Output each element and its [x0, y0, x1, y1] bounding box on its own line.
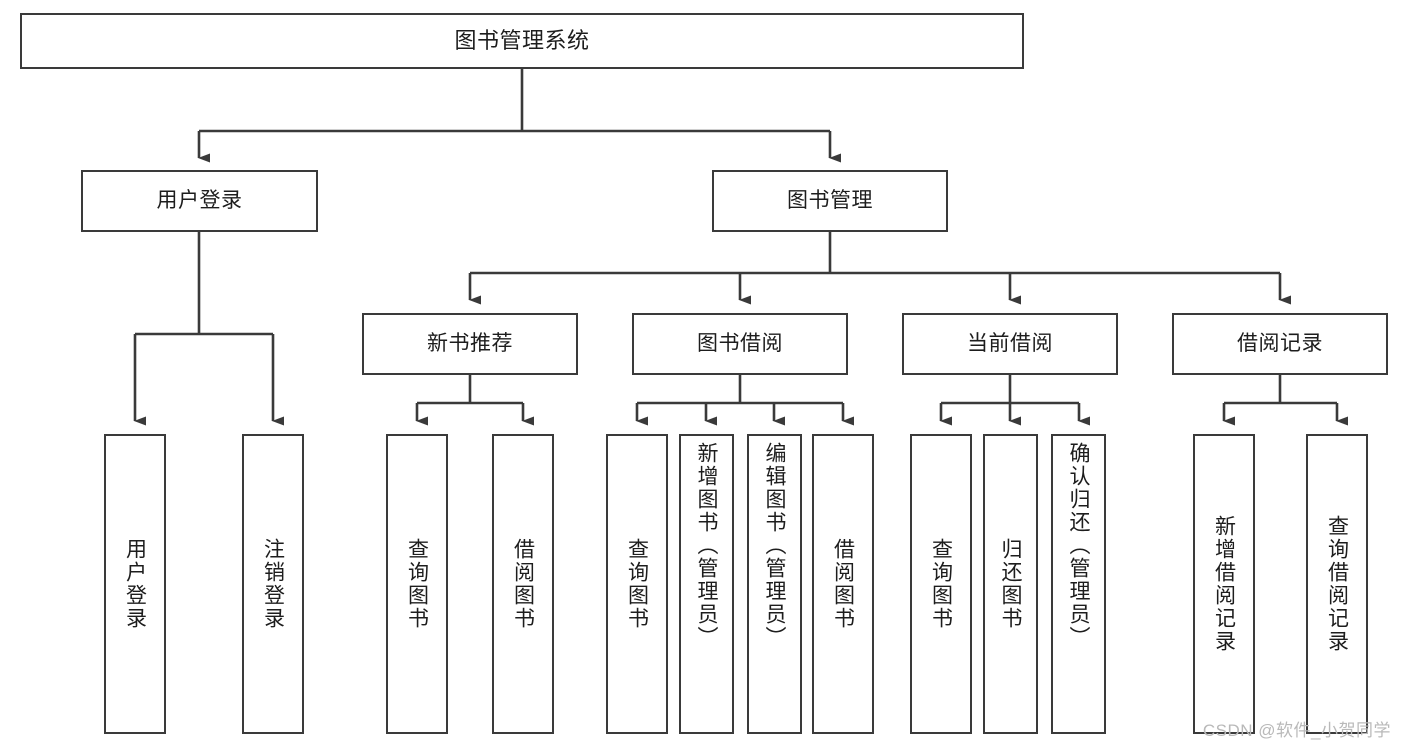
node-user-login-module[interactable]: 用户登录	[81, 170, 318, 232]
node-label: 查询图书	[625, 538, 649, 630]
node-label: 图书管理	[787, 188, 873, 212]
watermark-text: CSDN @软件_小贺同学	[1202, 721, 1391, 740]
node-leaf-logout[interactable]: 注销登录	[242, 434, 304, 734]
node-label: 查询借阅记录	[1325, 515, 1349, 653]
node-leaf-edit-book-admin[interactable]: 编辑图书（管理员）	[747, 434, 802, 734]
node-leaf-query-book-borrow[interactable]: 查询图书	[606, 434, 668, 734]
node-new-book-recommend[interactable]: 新书推荐	[362, 313, 578, 375]
node-label: 注销登录	[261, 538, 285, 630]
node-label: 编辑图书（管理员）	[763, 442, 786, 649]
node-label: 用户登录	[156, 188, 243, 212]
node-label: 当前借阅	[967, 331, 1053, 355]
node-label: 借阅记录	[1237, 331, 1323, 355]
node-leaf-user-login[interactable]: 用户登录	[104, 434, 166, 734]
node-leaf-add-borrow-record[interactable]: 新增借阅记录	[1193, 434, 1255, 734]
node-leaf-query-book-current[interactable]: 查询图书	[910, 434, 972, 734]
node-label: 确认归还（管理员）	[1067, 442, 1090, 649]
node-book-borrow[interactable]: 图书借阅	[632, 313, 848, 375]
node-leaf-query-borrow-record[interactable]: 查询借阅记录	[1306, 434, 1368, 734]
node-label: 查询图书	[405, 538, 429, 630]
node-label: 新增借阅记录	[1212, 515, 1236, 653]
node-leaf-borrow-book-recommend[interactable]: 借阅图书	[492, 434, 554, 734]
node-leaf-borrow-book[interactable]: 借阅图书	[812, 434, 874, 734]
node-label: 用户登录	[123, 538, 147, 630]
node-label: 新书推荐	[427, 331, 513, 355]
node-label: 归还图书	[999, 538, 1022, 630]
node-leaf-query-book-recommend[interactable]: 查询图书	[386, 434, 448, 734]
node-label: 查询图书	[929, 538, 953, 630]
node-leaf-confirm-return-admin[interactable]: 确认归还（管理员）	[1051, 434, 1106, 734]
node-label: 借阅图书	[511, 538, 535, 630]
node-label: 借阅图书	[831, 538, 855, 630]
node-system-root[interactable]: 图书管理系统	[20, 13, 1024, 69]
node-current-borrow[interactable]: 当前借阅	[902, 313, 1118, 375]
node-label: 图书管理系统	[454, 28, 590, 54]
node-label: 新增图书（管理员）	[695, 442, 718, 649]
node-borrow-record[interactable]: 借阅记录	[1172, 313, 1388, 375]
node-leaf-add-book-admin[interactable]: 新增图书（管理员）	[679, 434, 734, 734]
node-book-management-module[interactable]: 图书管理	[712, 170, 948, 232]
node-leaf-return-book[interactable]: 归还图书	[983, 434, 1038, 734]
node-label: 图书借阅	[697, 331, 783, 355]
